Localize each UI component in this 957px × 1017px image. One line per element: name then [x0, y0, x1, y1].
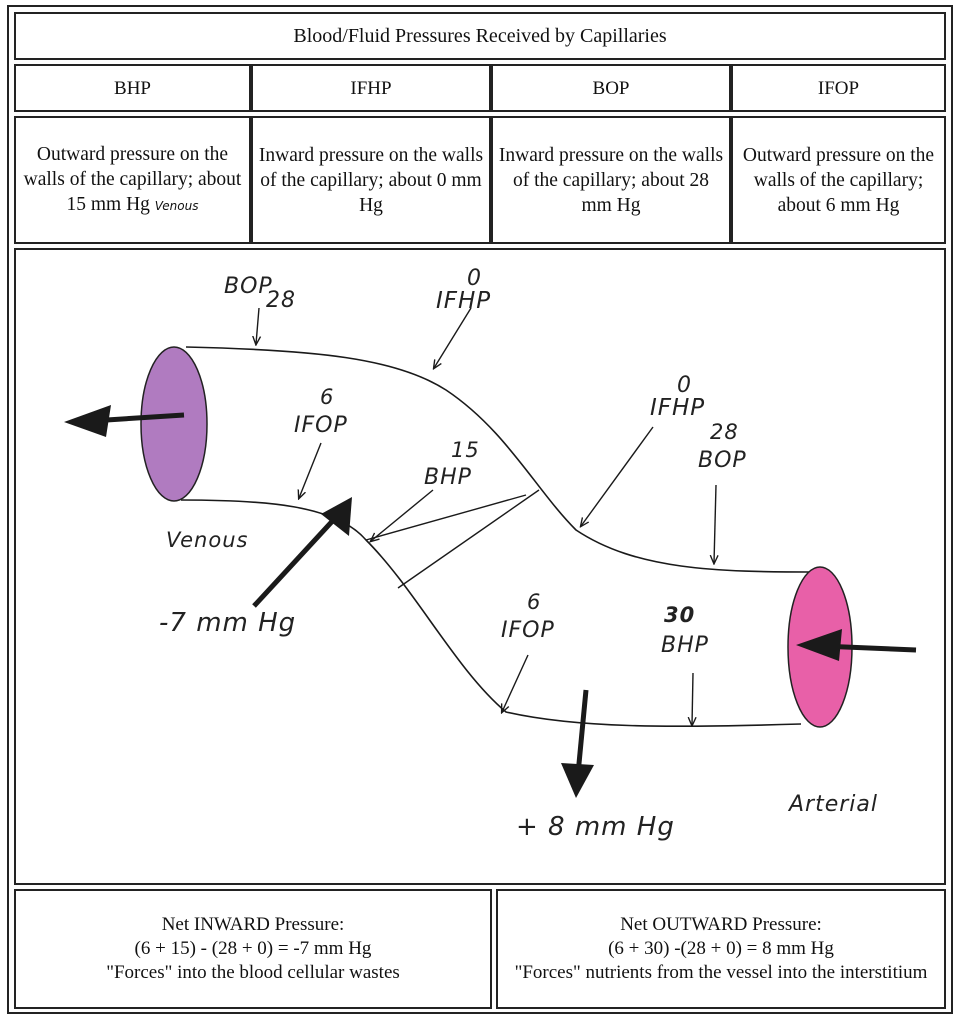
table-title: Blood/Fluid Pressures Received by Capill… — [14, 12, 946, 60]
bhp-venous-arrow — [371, 489, 434, 541]
divider-line-1 — [365, 494, 527, 541]
label-ifop-venous-value: 6 — [320, 385, 335, 409]
header-ifop: IFOP — [731, 64, 946, 112]
label-ifop-arterial-value: 6 — [527, 590, 542, 614]
arterial-inflow-arrowhead — [796, 629, 842, 661]
description-bhp-text: Outward pressure on the walls of the cap… — [23, 143, 242, 215]
net-out-arrow — [575, 689, 589, 775]
label-bhp-arterial-value: 30 — [664, 603, 696, 627]
venous-note: Venous — [154, 198, 199, 213]
label-ifhp-arterial-value: 0 — [677, 373, 692, 398]
net-in-arrow — [252, 513, 340, 608]
description-bop: Inward pressure on the walls of the capi… — [491, 116, 731, 244]
bhp-arterial-arrow — [692, 672, 693, 725]
description-bhp: Outward pressure on the walls of the cap… — [14, 116, 251, 244]
capillary-diagram: BOP 28 0 IFHP 6 IFOP 15 BHP 0 IFHP 28 BO… — [14, 248, 946, 885]
label-bop-arterial-value: 28 — [710, 420, 739, 444]
label-ifhp-arterial: IFHP — [650, 395, 706, 421]
label-bop-arterial: BOP — [698, 448, 747, 473]
net-in-arrowhead — [321, 497, 352, 536]
net-out-arrowhead — [561, 763, 594, 798]
worksheet: Blood/Fluid Pressures Received by Capill… — [7, 5, 953, 1014]
label-bop-venous: BOP — [224, 274, 273, 299]
capillary-drawing — [64, 307, 917, 798]
ifhp-top-arrow — [434, 307, 472, 368]
label-net-out: + 8 mm Hg — [516, 812, 675, 842]
ifop-venous-arrow — [299, 442, 322, 498]
net-inward-box: Net INWARD Pressure: (6 + 15) - (28 + 0)… — [14, 889, 492, 1009]
label-ifop-venous: IFOP — [294, 413, 348, 438]
header-bhp: BHP — [14, 64, 251, 112]
net-outward-heading: Net OUTWARD Pressure: — [620, 914, 822, 935]
bop-arterial-arrow — [714, 484, 716, 563]
ifop-arterial-arrow — [502, 654, 529, 712]
label-bhp-venous: BHP — [424, 465, 472, 490]
label-venous: Venous — [166, 528, 249, 552]
net-inward-effect: "Forces" into the blood cellular wastes — [106, 962, 400, 983]
capillary-top-wall — [185, 346, 817, 573]
label-ifhp-top: IFHP — [436, 288, 492, 314]
label-ifop-arterial: IFOP — [501, 618, 555, 643]
net-inward-heading: Net INWARD Pressure: — [161, 914, 345, 935]
venous-outflow-arrowhead — [64, 405, 111, 437]
label-bop-venous-value: 28 — [266, 288, 296, 313]
net-outward-box: Net OUTWARD Pressure: (6 + 30) -(28 + 0)… — [496, 889, 946, 1009]
description-ifop: Outward pressure on the walls of the cap… — [731, 116, 946, 244]
capillary-bottom-wall — [180, 499, 802, 728]
net-inward-equation: (6 + 15) - (28 + 0) = -7 mm Hg — [134, 938, 372, 959]
venous-end — [140, 346, 208, 502]
label-net-in: -7 mm Hg — [159, 608, 297, 638]
net-outward-effect: "Forces" nutrients from the vessel into … — [514, 962, 928, 983]
label-ifhp-top-value: 0 — [467, 266, 482, 291]
net-outward-equation: (6 + 30) -(28 + 0) = 8 mm Hg — [608, 938, 834, 959]
label-bhp-arterial: BHP — [661, 633, 709, 658]
header-bop: BOP — [491, 64, 731, 112]
ifhp-arterial-arrow — [581, 426, 654, 526]
bop-venous-arrow — [256, 307, 259, 344]
description-ifhp: Inward pressure on the walls of the capi… — [251, 116, 491, 244]
label-bhp-venous-value: 15 — [451, 438, 480, 462]
divider-line-2 — [397, 489, 540, 589]
label-arterial: Arterial — [789, 792, 879, 817]
header-ifhp: IFHP — [251, 64, 491, 112]
